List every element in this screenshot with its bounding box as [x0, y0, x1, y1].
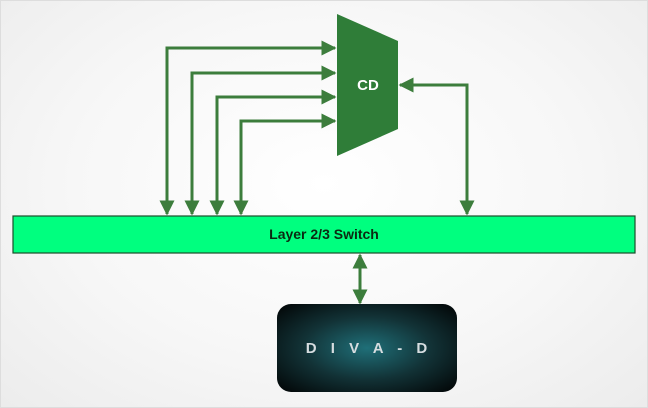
connector-1 [159, 40, 337, 216]
switch-node: Layer 2/3 Switch [12, 215, 636, 254]
switch-to-cd-connectors [159, 40, 475, 305]
cd-label: CD [357, 77, 379, 94]
switch-bar [12, 215, 636, 254]
connector-3 [209, 89, 337, 216]
connector-cd-output [398, 77, 475, 216]
diva-label: D I V A - D [306, 340, 432, 357]
diva-box [277, 304, 457, 392]
cd-mux-shape [337, 14, 398, 156]
cd-node: CD [337, 14, 398, 156]
connector-2 [184, 65, 337, 216]
switch-label: Layer 2/3 Switch [269, 226, 379, 242]
connector-4 [233, 113, 337, 216]
diva-node: D I V A - D [277, 304, 457, 392]
